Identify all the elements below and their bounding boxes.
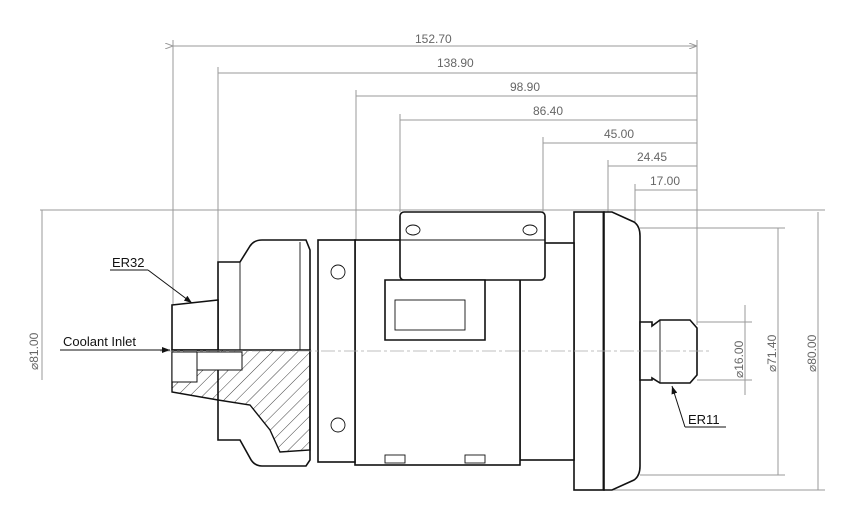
dim-d16: ⌀16.00 <box>732 340 746 378</box>
dim-24-45: 24.45 <box>637 150 667 164</box>
dim-45-00: 45.00 <box>604 127 634 141</box>
dim-d71: ⌀71.40 <box>765 334 779 372</box>
dim-d81: ⌀81.00 <box>27 332 41 370</box>
diameter-dimensions: ⌀81.00 ⌀16.00 ⌀71.40 ⌀80.00 <box>27 210 819 490</box>
spindle-body <box>160 211 710 491</box>
label-er32: ER32 <box>112 255 145 270</box>
dim-138-90: 138.90 <box>437 56 474 70</box>
dim-152-70: 152.70 <box>415 32 452 46</box>
label-er11: ER11 <box>688 412 720 427</box>
dim-d80: ⌀80.00 <box>805 334 819 372</box>
dim-98-90: 98.90 <box>510 80 540 94</box>
dim-17-00: 17.00 <box>650 174 680 188</box>
extension-lines <box>40 40 825 491</box>
horizontal-dimensions: 152.70 138.90 98.90 86.40 45.00 24.45 17… <box>173 32 697 191</box>
annotations: ER32 Coolant Inlet ER11 <box>60 255 726 428</box>
dim-86-40: 86.40 <box>533 104 563 118</box>
label-coolant-inlet: Coolant Inlet <box>63 334 136 349</box>
